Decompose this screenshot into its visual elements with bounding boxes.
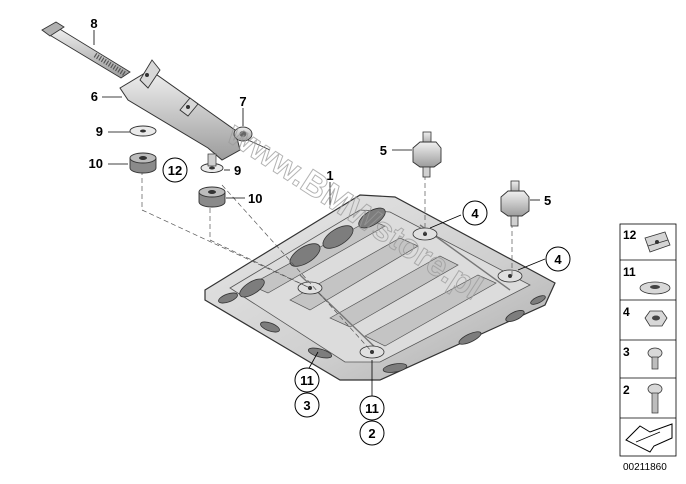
washer-icon [639,281,671,295]
stud-part-5-right [500,180,530,227]
callout-5-right: 5 [544,193,551,208]
legend-label-4: 4 [623,305,630,319]
direction-arrow-icon [625,423,673,453]
callout-circle-11a [294,367,320,393]
callout-4-right: 4 [554,252,562,267]
parts-legend: 12 11 4 3 2 [619,223,677,457]
rubber-mount-part-10-left [129,152,157,174]
callout-2: 2 [368,426,375,441]
callouts: 8 6 9 10 7 12 9 10 1 5 5 4 4 11 3 11 2 [89,16,571,446]
clip-nut-icon [644,231,671,253]
hex-nut-icon [644,310,668,327]
callout-4-top: 4 [471,206,479,221]
bolt-part-8 [41,21,131,79]
washer-part-9-right [200,153,224,173]
leader-lines [93,30,546,398]
diagram-code: 00211860 [623,462,667,473]
bracket-part-6 [119,59,241,161]
legend-label-2: 2 [623,383,630,397]
callout-10-left: 10 [89,156,103,171]
screw-short-icon [647,347,663,370]
callout-7: 7 [239,94,246,109]
callout-circle-3 [294,392,320,418]
callout-circle-4b [545,246,571,272]
callout-1: 1 [326,168,333,183]
rubber-mount-part-10-right [198,186,226,208]
callout-circle-11b [359,395,385,421]
legend-label-11: 11 [623,265,636,279]
callout-9-right: 9 [234,163,241,178]
stud-part-5-top [412,131,442,178]
callout-10-right: 10 [248,191,262,206]
callout-circle-4a [462,200,488,226]
callout-8: 8 [90,16,97,31]
callout-11-right: 11 [365,401,379,416]
washer-part-9-left [129,125,157,137]
screw-long-icon [647,383,663,414]
legend-label-12: 12 [623,228,637,242]
callout-circle-2 [359,420,385,446]
nut-part-7 [233,126,271,151]
callout-12: 12 [168,163,182,178]
callout-6: 6 [91,89,98,104]
callout-9-left: 9 [96,124,103,139]
legend-label-3: 3 [623,345,630,359]
underbody-plate [204,194,556,381]
callout-11-left: 11 [300,373,314,388]
callout-circle-12 [162,157,188,183]
callout-3: 3 [303,398,310,413]
callout-5-top: 5 [380,143,387,158]
